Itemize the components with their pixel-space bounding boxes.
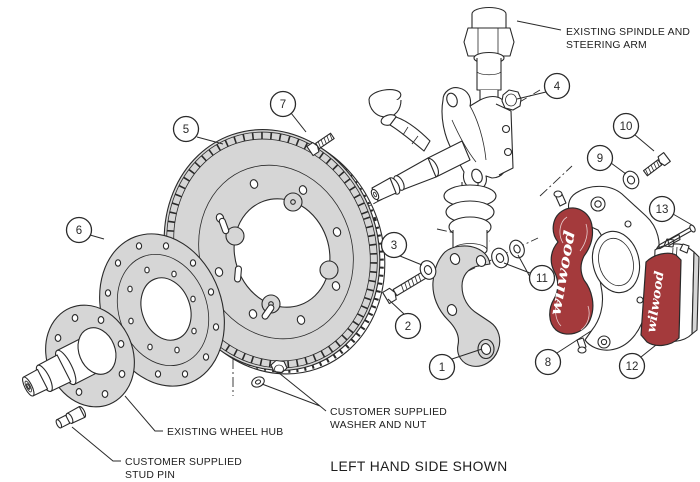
callouts: 1 2 3 4 5 6 7 8 9 10 11 12 13	[65, 72, 693, 381]
callout-9: 9	[586, 144, 627, 175]
svg-text:9: 9	[597, 153, 603, 165]
rotor-slots	[218, 217, 275, 320]
bleed-screw-bottom	[576, 337, 587, 354]
callout-10: 10	[612, 112, 655, 152]
stud-pin	[55, 405, 87, 429]
svg-text:4: 4	[554, 81, 561, 93]
svg-text:13: 13	[656, 204, 669, 216]
svg-text:11: 11	[536, 273, 548, 285]
label-stud-pin: CUSTOMER SUPPLIED STUD PIN	[71, 426, 242, 481]
diagram-title: LEFT HAND SIDE SHOWN	[330, 459, 507, 474]
bleed-screw-top	[553, 190, 567, 207]
pad-backing-plate	[640, 252, 682, 347]
svg-text:12: 12	[626, 361, 639, 373]
spindle-assembly	[368, 6, 515, 258]
callout-8: 8	[534, 330, 592, 376]
svg-text:5: 5	[183, 124, 189, 136]
svg-text:7: 7	[280, 99, 286, 111]
label-wheel-hub: EXISTING WHEEL HUB	[124, 395, 283, 438]
label-leader	[516, 20, 562, 31]
supplied-washer	[251, 376, 265, 388]
rotor-bolt	[306, 132, 335, 157]
svg-text:1: 1	[439, 362, 445, 374]
svg-text:STEERING ARM: STEERING ARM	[566, 40, 647, 51]
svg-text:EXISTING SPINDLE AND: EXISTING SPINDLE AND	[566, 27, 690, 38]
pad-retainer-pin	[655, 224, 696, 250]
label-leader	[261, 372, 327, 412]
caliper-washer	[622, 170, 640, 190]
caliper-bracket	[432, 245, 501, 367]
callout-12: 12	[618, 344, 657, 380]
supplied-nut	[270, 359, 288, 374]
callout-3: 3	[380, 231, 423, 266]
callout-13: 13	[648, 195, 693, 226]
svg-text:CUSTOMER SUPPLIED: CUSTOMER SUPPLIED	[330, 407, 447, 418]
svg-text:STUD PIN: STUD PIN	[125, 470, 175, 481]
label-spindle: EXISTING SPINDLE AND STEERING ARM	[516, 20, 690, 51]
svg-text:WASHER AND NUT: WASHER AND NUT	[330, 420, 427, 431]
rotor-bolt-holes	[214, 179, 342, 325]
svg-text:10: 10	[620, 121, 633, 133]
adapter-inner-holes	[127, 266, 197, 354]
bracket-washer	[419, 260, 437, 280]
svg-text:3: 3	[391, 240, 397, 252]
label-washer-nut: CUSTOMER SUPPLIED WASHER AND NUT	[261, 372, 447, 431]
callout-2: 2	[387, 298, 422, 340]
callout-5: 5	[172, 115, 224, 145]
spindle-nut	[501, 89, 522, 111]
svg-text:EXISTING WHEEL HUB: EXISTING WHEEL HUB	[167, 427, 283, 438]
label-leader	[71, 426, 121, 462]
callout-11: 11	[503, 254, 556, 292]
callout-4: 4	[516, 72, 571, 100]
wheel-hub	[22, 304, 135, 408]
brake-pads: wilwood	[640, 238, 700, 347]
caliper-piston-plate	[549, 207, 594, 335]
svg-text:2: 2	[405, 321, 411, 333]
callout-7: 7	[269, 90, 307, 133]
caliper-bolt	[642, 152, 671, 177]
svg-text:8: 8	[545, 357, 551, 369]
svg-text:6: 6	[76, 225, 82, 237]
callout-1: 1	[428, 348, 483, 381]
callout-6: 6	[65, 216, 105, 244]
bracket-bolt	[382, 271, 427, 305]
label-leader	[124, 395, 163, 432]
svg-text:CUSTOMER SUPPLIED: CUSTOMER SUPPLIED	[125, 457, 242, 468]
mount-washers	[491, 239, 525, 269]
